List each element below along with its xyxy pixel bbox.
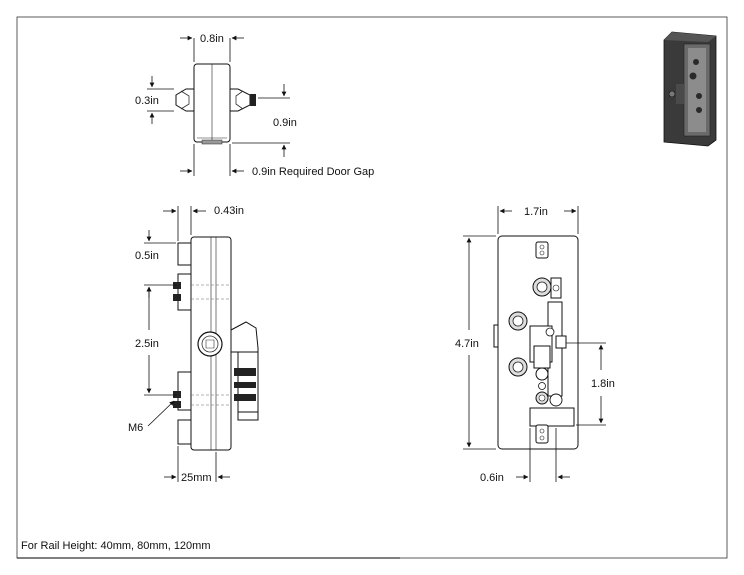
dim-front-width: 1.7in [524, 206, 548, 218]
dim-side-base: 25mm [181, 472, 212, 484]
rail-height-note: For Rail Height: 40mm, 80mm, 120mm [21, 540, 211, 552]
dim-door-gap: 0.9in Required Door Gap [252, 166, 374, 178]
front-view: 1.7in 4.7in 1.8in 0.6in [455, 206, 615, 484]
dim-side-depth: 0.43in [214, 205, 244, 217]
side-view-upper-block [177, 273, 192, 311]
top-view: 0.8in 0.3in 0.9in 0.9in Required Door Ga… [135, 33, 374, 178]
dim-top-pin-height: 0.3in [135, 95, 159, 107]
dim-side-thread: M6 [128, 422, 143, 434]
dim-side-offset: 0.5in [135, 250, 159, 262]
top-view-right-pin [229, 88, 251, 112]
top-view-left-pin [175, 88, 195, 112]
dim-top-depth: 0.9in [273, 117, 297, 129]
dim-front-height: 4.7in [455, 338, 479, 350]
isometric-thumbnail [663, 31, 717, 147]
dim-side-spacing: 2.5in [135, 338, 159, 350]
dim-front-offset: 0.6in [480, 472, 504, 484]
sheet-border [16, 16, 728, 559]
dim-top-width: 0.8in [200, 33, 224, 45]
dim-front-catch: 1.8in [591, 378, 615, 390]
side-view: 0.43in 0.5in 2.5in M6 25mm [128, 205, 259, 484]
